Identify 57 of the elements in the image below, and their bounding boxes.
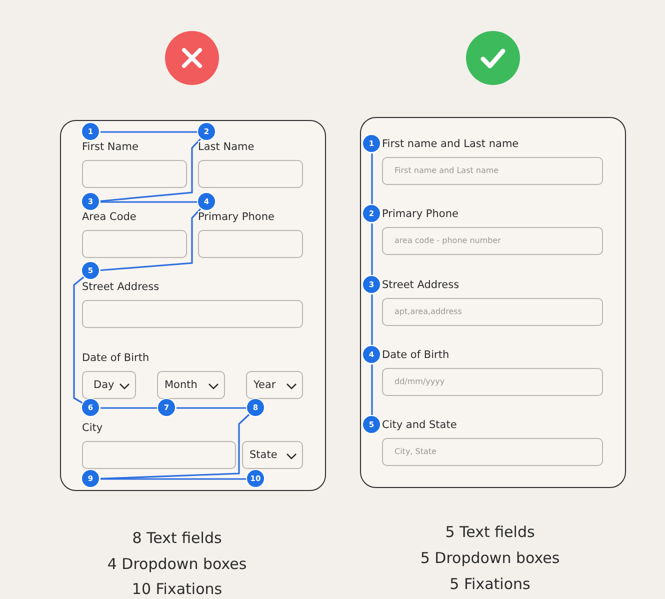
summary-text: 5 Dropdown boxes: [420, 549, 560, 567]
form-card: [360, 117, 626, 488]
placeholder-text: apt,area,address: [394, 307, 462, 316]
dropdown-field: [156, 370, 224, 398]
field-label: City and State: [382, 419, 457, 431]
input-field: [198, 230, 302, 258]
placeholder-text: City, State: [394, 447, 436, 456]
dropdown-field: [82, 370, 136, 398]
form-card: [60, 120, 326, 491]
gaze-path-line: [100, 414, 250, 480]
gaze-path-line: [100, 201, 198, 203]
input-field: [198, 160, 302, 188]
summary-text: 5 Fixations: [450, 575, 530, 593]
field-label: Primary Phone: [198, 211, 274, 223]
gaze-path-line: [100, 208, 202, 272]
placeholder-text: area code - phone number: [394, 236, 501, 245]
gaze-path-line: [176, 407, 246, 409]
gaze-path-line: [371, 224, 373, 276]
input-field: [82, 300, 302, 328]
gaze-path-line: [73, 276, 84, 404]
dropdown-value: State: [250, 448, 278, 460]
input-field: [82, 230, 186, 258]
gaze-path-line: [100, 478, 246, 480]
gaze-path-line: [371, 364, 373, 416]
input-field: [382, 226, 602, 254]
field-label: Area Code: [82, 211, 136, 223]
field-label: Date of Birth: [82, 352, 150, 364]
gaze-path-line: [100, 138, 202, 202]
field-label: First name and Last name: [382, 138, 519, 150]
placeholder-text: dd/mm/yyyy: [394, 377, 445, 386]
input-field: [382, 368, 602, 396]
summary-text: 5 Text fields: [445, 523, 535, 541]
dropdown-value: Year: [254, 378, 276, 390]
field-label: Street Address: [82, 281, 160, 293]
input-field: [382, 438, 602, 466]
field-label: City: [82, 422, 103, 434]
field-label: Street Address: [382, 279, 460, 291]
gaze-path-line: [100, 407, 158, 409]
field-label: Date of Birth: [382, 349, 450, 361]
summary-text: 10 Fixations: [132, 580, 222, 598]
dropdown-value: Day: [94, 378, 114, 390]
dropdown-field: [246, 370, 302, 398]
input-field: [82, 160, 186, 188]
input-field: [82, 440, 236, 468]
gaze-path-line: [371, 294, 373, 346]
summary-text: 8 Text fields: [132, 529, 222, 547]
input-field: [382, 298, 602, 326]
gaze-path-line: [100, 131, 198, 133]
placeholder-text: First name and Last name: [394, 166, 499, 175]
input-field: [382, 156, 602, 184]
field-label: Primary Phone: [382, 208, 458, 220]
summary-text: 4 Dropdown boxes: [107, 555, 247, 573]
dropdown-value: Month: [164, 378, 198, 390]
dropdown-field: [242, 440, 302, 468]
field-label: Last Name: [198, 141, 254, 153]
gaze-path-line: [371, 154, 373, 204]
field-label: First Name: [82, 141, 138, 153]
